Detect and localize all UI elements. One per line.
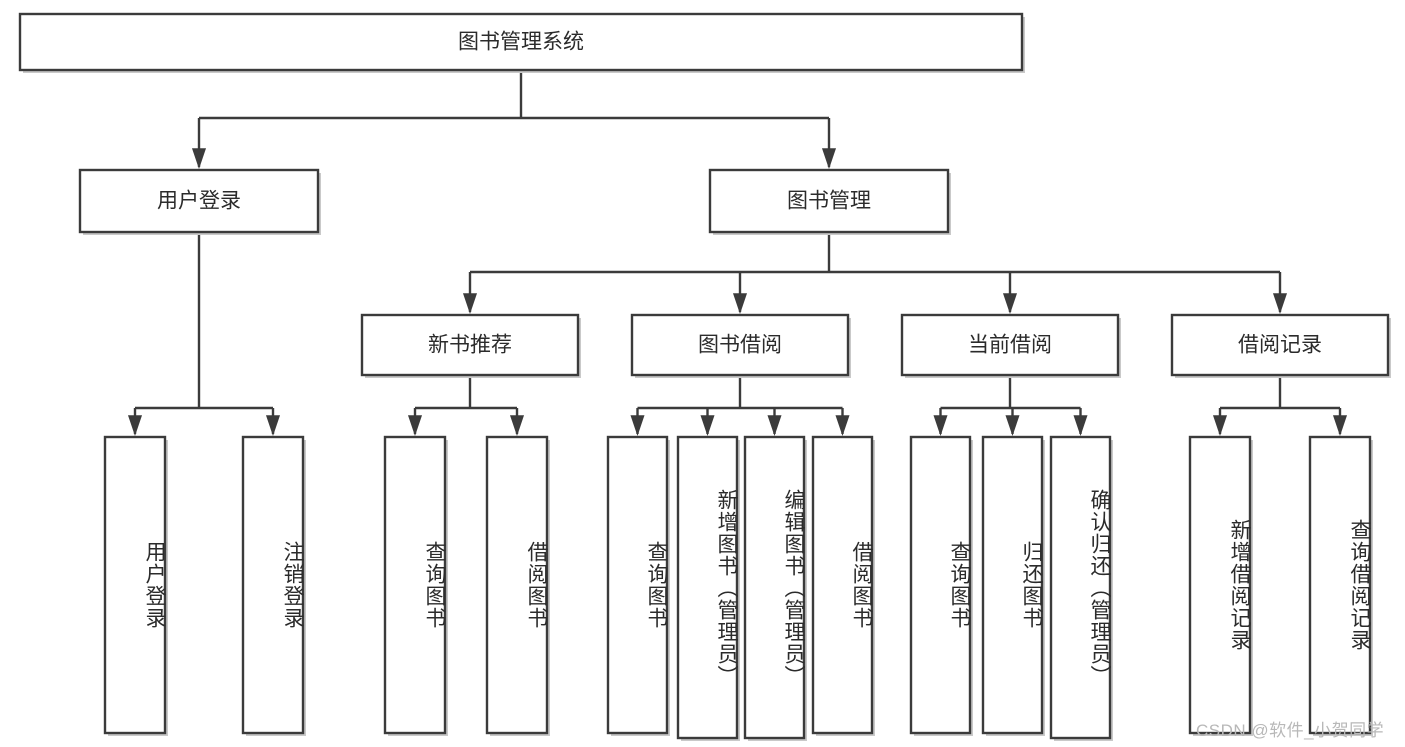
node-box-root[interactable] bbox=[18, 12, 1024, 72]
node-box-new-book-recommend[interactable] bbox=[360, 313, 580, 377]
node-label-new-book-recommend: 新书推荐 bbox=[428, 334, 512, 357]
node-box-current-borrow[interactable] bbox=[900, 313, 1120, 377]
node-box-leaf-add-borrow-record[interactable] bbox=[1188, 435, 1252, 735]
node-label-book-management: 图书管理 bbox=[787, 190, 871, 213]
arrow-head-icon bbox=[835, 415, 850, 436]
node-box-borrow-record[interactable] bbox=[1170, 313, 1390, 377]
arrow-head-icon bbox=[462, 293, 478, 314]
arrow-head-icon bbox=[265, 415, 281, 436]
node-box-leaf-return-book[interactable] bbox=[981, 435, 1044, 735]
arrow-head-icon bbox=[509, 415, 525, 436]
arrow-head-icon bbox=[630, 415, 645, 436]
node-box-leaf-query-book-borrow[interactable] bbox=[606, 435, 669, 735]
arrow-head-icon bbox=[127, 415, 143, 436]
node-box-leaf-borrow-book-recommend[interactable] bbox=[485, 435, 549, 735]
node-label-book-borrow: 图书借阅 bbox=[698, 334, 782, 357]
node-label-borrow-record: 借阅记录 bbox=[1238, 334, 1322, 357]
node-box-leaf-query-book-current[interactable] bbox=[909, 435, 972, 735]
arrow-head-icon bbox=[821, 148, 837, 169]
node-box-leaf-user-login[interactable] bbox=[103, 435, 167, 735]
node-box-book-borrow[interactable] bbox=[630, 313, 850, 377]
connectors-layer bbox=[127, 70, 1348, 436]
boxes-layer bbox=[18, 12, 1391, 741]
watermark-text: CSDN @软件_小贺同学 bbox=[1196, 721, 1385, 740]
node-box-leaf-query-borrow-record[interactable] bbox=[1308, 435, 1372, 735]
arrow-head-icon bbox=[1332, 415, 1348, 436]
arrow-head-icon bbox=[1002, 293, 1018, 314]
arrow-head-icon bbox=[767, 415, 782, 436]
node-label-root: 图书管理系统 bbox=[458, 31, 584, 54]
node-label-user-login: 用户登录 bbox=[157, 190, 241, 213]
arrow-head-icon bbox=[407, 415, 423, 436]
node-box-leaf-confirm-return-admin[interactable] bbox=[1049, 435, 1112, 740]
node-box-leaf-borrow-book[interactable] bbox=[811, 435, 874, 735]
node-box-leaf-logout-login[interactable] bbox=[241, 435, 305, 735]
arrow-head-icon bbox=[1272, 293, 1288, 314]
node-box-user-login[interactable] bbox=[78, 168, 320, 234]
arrow-head-icon bbox=[1005, 415, 1020, 436]
arrow-head-icon bbox=[700, 415, 715, 436]
arrow-head-icon bbox=[1212, 415, 1228, 436]
node-box-leaf-add-book-admin[interactable] bbox=[676, 435, 739, 740]
arrow-head-icon bbox=[732, 293, 748, 314]
arrow-head-icon bbox=[191, 148, 207, 169]
arrow-head-icon bbox=[1073, 415, 1088, 436]
node-label-current-borrow: 当前借阅 bbox=[968, 334, 1052, 357]
arrow-head-icon bbox=[933, 415, 948, 436]
node-box-leaf-query-book-recommend[interactable] bbox=[383, 435, 447, 735]
node-box-book-management[interactable] bbox=[708, 168, 950, 234]
node-box-leaf-edit-book-admin[interactable] bbox=[743, 435, 806, 740]
